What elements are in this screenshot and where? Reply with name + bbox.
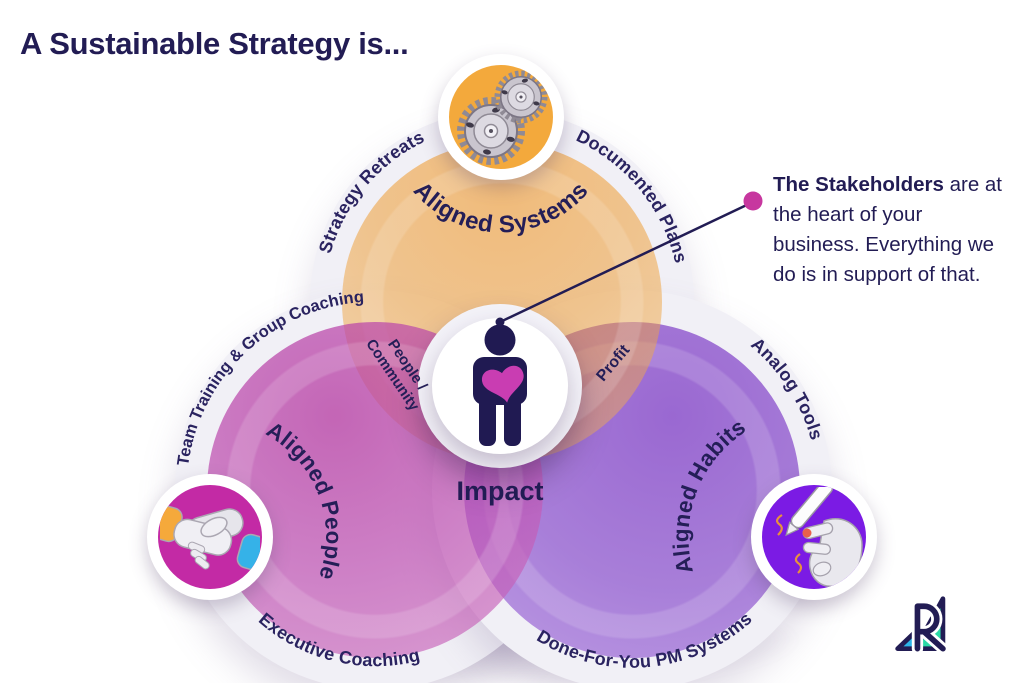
heart-icon bbox=[482, 365, 524, 403]
center-hub bbox=[432, 318, 568, 454]
brand-logo bbox=[895, 596, 949, 655]
callout-lead: The Stakeholders bbox=[773, 173, 944, 196]
handshake-icon bbox=[160, 505, 260, 571]
people-icon-badge bbox=[147, 474, 273, 600]
habits-icon-badge bbox=[751, 474, 877, 600]
gears-icon bbox=[457, 70, 548, 165]
systems-icon-badge bbox=[438, 54, 564, 180]
stakeholders-callout: The Stakeholders are at the heart of you… bbox=[773, 170, 1005, 290]
nail bbox=[802, 528, 812, 538]
page-title: A Sustainable Strategy is... bbox=[20, 26, 409, 61]
connector-end-dot bbox=[743, 191, 763, 211]
center-impact-label: Impact bbox=[456, 476, 544, 506]
person-with-heart-icon bbox=[473, 324, 527, 446]
callout-rest: are at the heart of your business. Every… bbox=[773, 173, 1003, 286]
hand-pen-icon bbox=[775, 487, 863, 587]
squiggle bbox=[775, 514, 783, 536]
